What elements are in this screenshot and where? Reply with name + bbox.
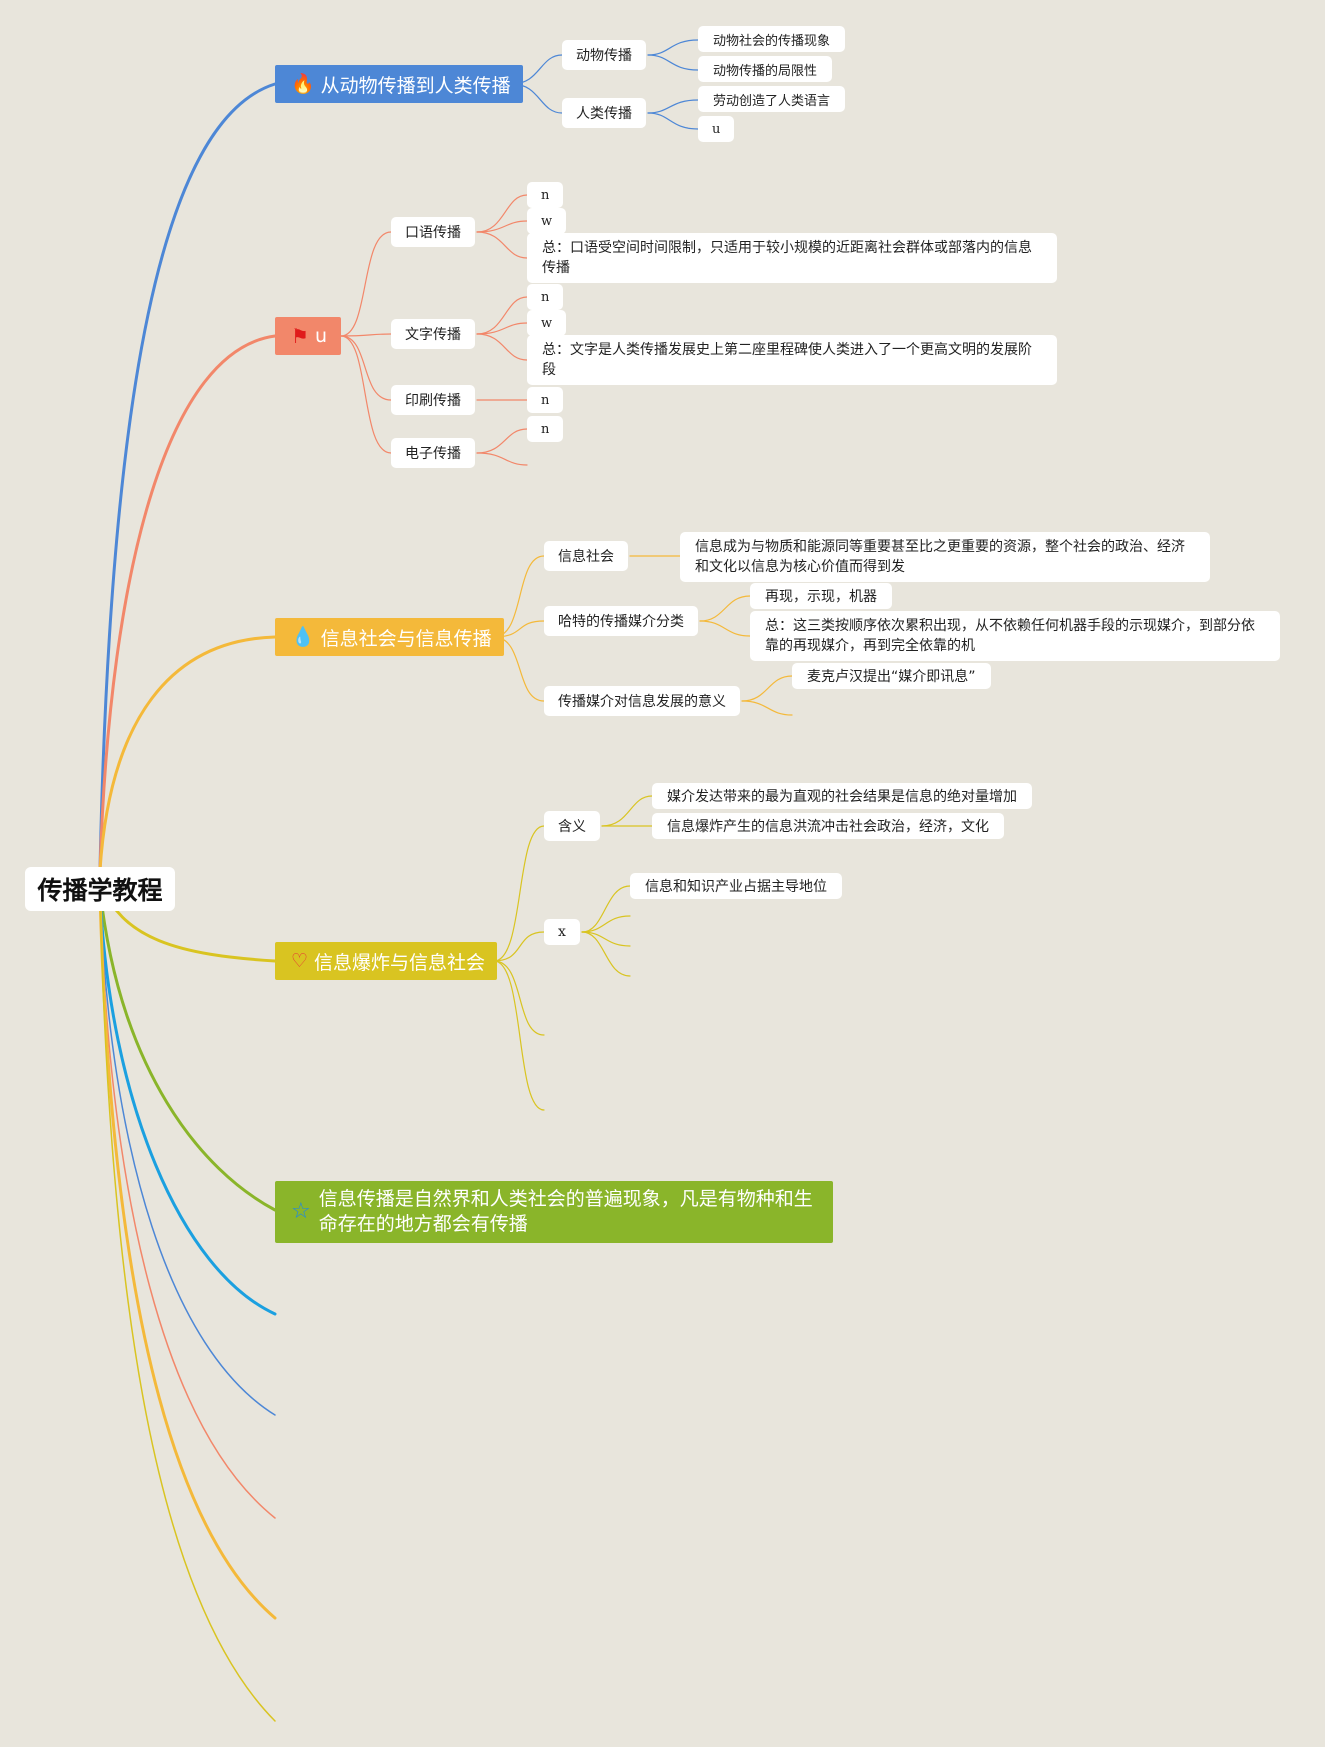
branch-universal-phenomenon[interactable]: ☆ 信息传播是自然界和人类社会的普遍现象，凡是有物种和生命存在的地方都会有传播 — [275, 1181, 833, 1243]
leaf[interactable]: 信息和知识产业占据主导地位 — [630, 873, 842, 899]
leaf[interactable]: n — [527, 387, 564, 413]
leaf[interactable]: 信息爆炸产生的信息洪流冲击社会政治，经济，文化 — [652, 813, 1004, 839]
leaf[interactable]: 再现，示现，机器 — [750, 583, 892, 609]
water-drop-icon: 💧 — [291, 625, 315, 648]
connector-root-b1 — [98, 82, 277, 872]
connector-root-empty3 — [99, 894, 276, 1519]
branch-info-explosion[interactable]: ♡ 信息爆炸与信息社会 — [275, 942, 498, 980]
subtopic-animal[interactable]: 动物传播 — [562, 40, 646, 70]
connector-root-b3 — [98, 635, 277, 872]
connector-root-empty5 — [99, 894, 276, 1722]
subtopic-oral[interactable]: 口语传播 — [391, 217, 475, 247]
branch-info-society[interactable]: 💧 信息社会与信息传播 — [275, 618, 504, 656]
subtopic-x[interactable]: x — [544, 919, 580, 945]
leaf[interactable]: n — [527, 416, 564, 442]
leaf[interactable]: w — [527, 310, 567, 336]
branch-label: 信息社会与信息传播 — [320, 627, 492, 650]
root-topic[interactable]: 传播学教程 — [25, 867, 175, 911]
leaf[interactable]: 信息成为与物质和能源同等重要甚至比之更重要的资源，整个社会的政治、经济和文化以信… — [680, 532, 1210, 582]
connector-root-empty4 — [98, 893, 277, 1620]
leaf[interactable]: 动物传播的局限性 — [698, 56, 833, 82]
branch-animal-to-human[interactable]: 🔥 从动物传播到人类传播 — [275, 65, 523, 103]
subtopic-info-society[interactable]: 信息社会 — [544, 541, 628, 571]
leaf[interactable]: w — [527, 208, 567, 234]
fire-icon: 🔥 — [291, 72, 315, 95]
leaf[interactable]: 麦克卢汉提出“媒介即讯息” — [792, 663, 991, 689]
branch-label: 信息传播是自然界和人类社会的普遍现象，凡是有物种和生命存在的地方都会有传播 — [318, 1188, 813, 1235]
star-icon: ☆ — [291, 1199, 311, 1224]
leaf[interactable]: 动物社会的传播现象 — [698, 26, 846, 52]
branch-u[interactable]: ⚑ u — [275, 317, 341, 355]
connector-root-empty1 — [98, 893, 277, 1316]
subtopic-electronic[interactable]: 电子传播 — [391, 438, 475, 468]
leaf[interactable]: u — [698, 116, 735, 142]
subtopic-hart-media[interactable]: 哈特的传播媒介分类 — [544, 606, 698, 636]
leaf[interactable]: 劳动创造了人类语言 — [698, 86, 846, 112]
leaf[interactable]: n — [527, 284, 564, 310]
leaf[interactable]: 总：口语受空间时间限制，只适用于较小规模的近距离社会群体或部落内的信息传播 — [527, 233, 1057, 283]
subtopic-human[interactable]: 人类传播 — [562, 98, 646, 128]
heart-icon: ♡ — [291, 949, 309, 972]
subtopic-media-significance[interactable]: 传播媒介对信息发展的意义 — [544, 686, 740, 716]
leaf[interactable]: n — [527, 182, 564, 208]
subtopic-print[interactable]: 印刷传播 — [391, 385, 475, 415]
leaf[interactable]: 总：文字是人类传播发展史上第二座里程碑使人类进入了一个更高文明的发展阶段 — [527, 335, 1057, 385]
branch-label: 从动物传播到人类传播 — [320, 74, 511, 97]
branch-label: u — [314, 325, 327, 347]
connector-root-b5 — [98, 888, 277, 1212]
subtopic-writing[interactable]: 文字传播 — [391, 319, 475, 349]
leaf[interactable]: 总：这三类按顺序依次累积出现，从不依赖任何机器手段的示现媒介，到部分依靠的再现媒… — [750, 611, 1280, 661]
branch-label: 信息爆炸与信息社会 — [314, 951, 486, 974]
flag-icon: ⚑ — [291, 324, 309, 348]
connector-root-empty2 — [99, 894, 276, 1416]
leaf[interactable]: 媒介发达带来的最为直观的社会结果是信息的绝对量增加 — [652, 783, 1032, 809]
subtopic-meaning[interactable]: 含义 — [544, 811, 600, 841]
connector-root-b2 — [98, 334, 277, 872]
